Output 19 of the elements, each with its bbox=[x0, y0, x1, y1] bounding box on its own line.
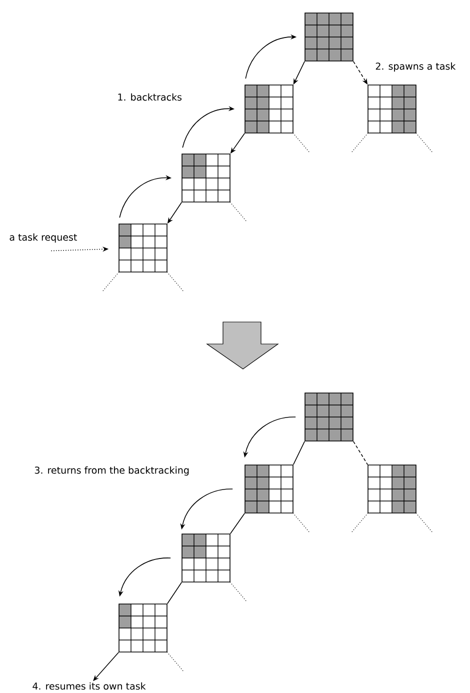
text-label: 4. resumes its own task bbox=[32, 682, 146, 690]
grid-drawing bbox=[304, 392, 354, 442]
text-label: a task request bbox=[10, 233, 77, 243]
grid-drawing bbox=[118, 224, 168, 272]
connector-line bbox=[293, 441, 305, 465]
step-label: 1. backtracks bbox=[118, 93, 182, 101]
grid-drawing bbox=[244, 84, 294, 134]
grid-drawing bbox=[182, 154, 230, 202]
grid-drawing bbox=[368, 464, 416, 514]
connector-line bbox=[353, 441, 368, 465]
grid-drawing bbox=[118, 604, 168, 652]
connector-line bbox=[167, 582, 182, 604]
grid-drawing bbox=[244, 464, 294, 514]
step-label: 2. spawns a task bbox=[376, 62, 456, 72]
grid-drawing bbox=[182, 534, 230, 582]
grid-drawing bbox=[304, 12, 354, 62]
step-label: 3. returns from the backtracking bbox=[34, 466, 189, 476]
connector-line bbox=[230, 513, 245, 534]
grid-drawing bbox=[368, 84, 416, 134]
